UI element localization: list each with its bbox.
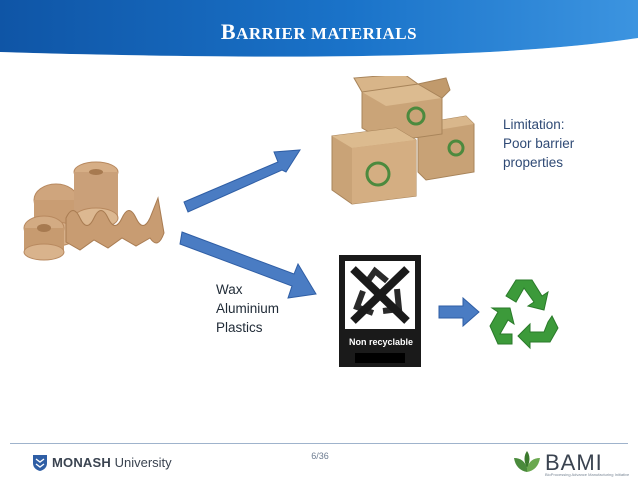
non-recyclable-sign	[339, 255, 421, 367]
non-recyclable-label: Non recyclable	[348, 337, 414, 347]
material-item: Aluminium	[216, 301, 280, 316]
arrow-to-recycle	[438, 296, 480, 328]
limitation-line: properties	[503, 155, 564, 170]
bami-leaf-icon	[514, 451, 540, 472]
monash-logo-regular: University	[110, 455, 172, 470]
bami-tagline: BioProcessing Advance Manufacturing Init…	[545, 472, 630, 477]
material-item: Plastics	[216, 320, 263, 335]
slide-title-rest: ARRIER MATERIALS	[236, 24, 418, 43]
monash-shield-icon	[33, 455, 47, 471]
slide-title: BARRIER MATERIALS	[0, 19, 638, 45]
corrugated-cardboard-image	[23, 161, 165, 261]
recycle-icon	[489, 279, 559, 350]
bami-logo: BAMI	[545, 450, 603, 475]
title-banner-background	[0, 0, 638, 62]
slide-title-initial: B	[220, 19, 237, 44]
cardboard-boxes-image	[318, 76, 488, 206]
limitation-note: Limitation: Poor barrier properties	[503, 115, 574, 172]
arrow-to-boxes	[183, 149, 301, 213]
limitation-line: Poor barrier	[503, 136, 575, 151]
page-number: 6/36	[311, 451, 329, 461]
title-banner: BARRIER MATERIALS	[0, 0, 638, 66]
footer-divider	[10, 443, 628, 444]
limitation-line: Limitation:	[503, 117, 565, 132]
monash-logo: MONASH University	[52, 455, 172, 470]
material-item: Wax	[216, 282, 243, 297]
materials-list: Wax Aluminium Plastics	[216, 280, 279, 337]
arrow-to-non-recyclable	[179, 231, 317, 299]
monash-logo-bold: MONASH	[52, 455, 111, 470]
